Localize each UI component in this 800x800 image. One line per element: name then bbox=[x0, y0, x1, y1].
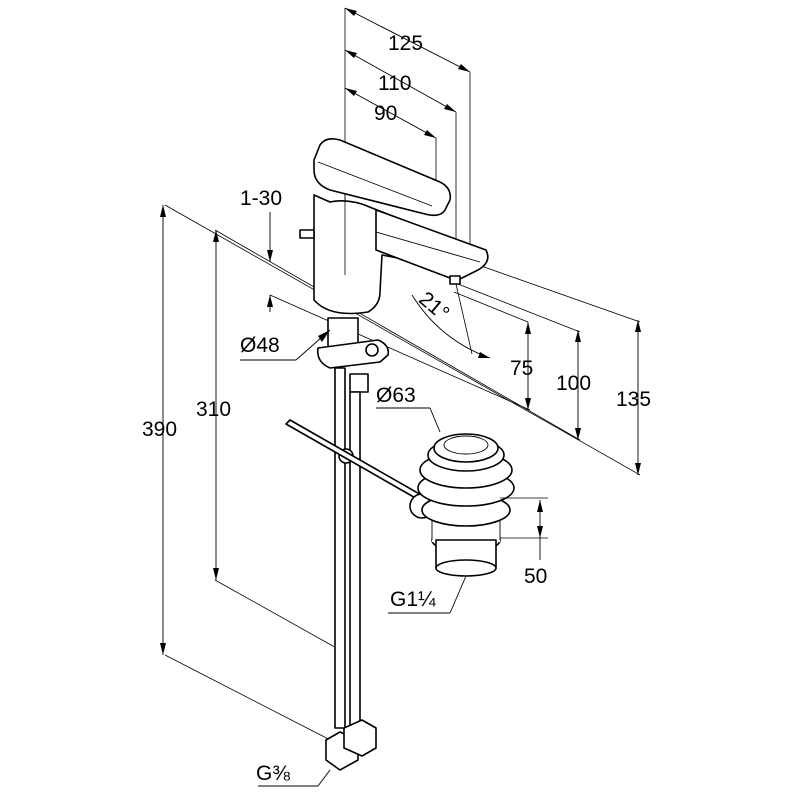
faucet-body bbox=[300, 139, 488, 314]
label-110: 110 bbox=[378, 72, 411, 95]
waste-valve bbox=[418, 434, 514, 576]
label-d48: Ø48 bbox=[240, 334, 280, 357]
label-390: 390 bbox=[142, 418, 177, 441]
label-g3-8: G⅜ bbox=[256, 762, 290, 785]
label-g1-1-4: G1¼ bbox=[390, 588, 436, 611]
label-310: 310 bbox=[196, 398, 231, 421]
label-angle: 21° bbox=[414, 287, 453, 325]
label-125: 125 bbox=[388, 32, 423, 55]
dim-1-30 bbox=[267, 212, 273, 312]
label-75: 75 bbox=[510, 357, 533, 380]
label-90: 90 bbox=[374, 102, 397, 125]
label-135: 135 bbox=[616, 388, 651, 411]
label-100: 100 bbox=[556, 372, 591, 395]
label-d63: Ø63 bbox=[376, 384, 416, 407]
height-extension-lines bbox=[165, 205, 640, 745]
label-50: 50 bbox=[524, 565, 547, 588]
label-1-30: 1-30 bbox=[240, 187, 282, 210]
